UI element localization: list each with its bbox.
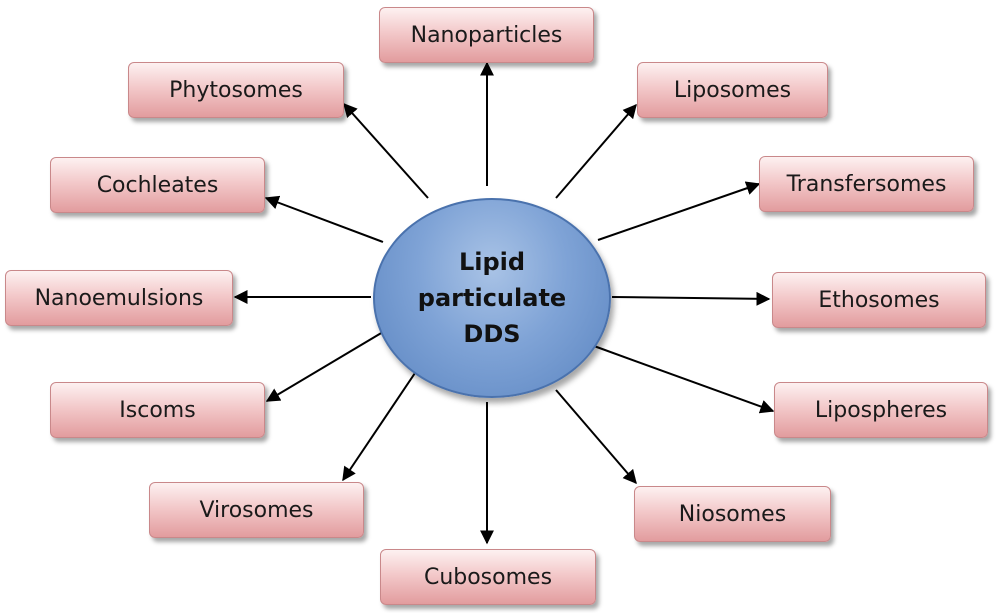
node-nanoemulsions: Nanoemulsions xyxy=(5,270,233,326)
arrow-niosomes xyxy=(555,389,637,485)
center-line-3: DDS xyxy=(463,320,521,348)
node-lipospheres: Lipospheres xyxy=(774,382,988,438)
arrow-ethosomes xyxy=(611,291,771,306)
node-iscoms: Iscoms xyxy=(50,382,265,438)
node-phytosomes: Phytosomes xyxy=(128,62,344,118)
node-ethosomes: Ethosomes xyxy=(772,272,986,328)
node-niosomes: Niosomes xyxy=(634,486,831,542)
center-line-1: Lipid xyxy=(458,248,526,276)
center-label: Lipid particulate DDS xyxy=(418,244,566,352)
arrow-lipospheres xyxy=(593,345,775,414)
node-cochleates: Cochleates xyxy=(50,157,265,213)
arrow-cochleates xyxy=(264,195,384,243)
arrow-liposomes xyxy=(555,103,637,199)
node-liposomes: Liposomes xyxy=(637,62,828,118)
node-cubosomes: Cubosomes xyxy=(380,549,596,605)
arrow-phytosomes xyxy=(343,102,429,199)
arrow-transfersomes xyxy=(597,181,761,241)
node-nanoparticles: Nanoparticles xyxy=(379,7,594,63)
node-transfersomes: Transfersomes xyxy=(759,156,974,212)
node-virosomes: Virosomes xyxy=(149,482,364,538)
arrow-virosomes xyxy=(342,372,416,482)
arrow-iscoms xyxy=(265,331,384,402)
center-node: Lipid particulate DDS xyxy=(373,198,611,398)
center-line-2: particulate xyxy=(417,284,567,312)
